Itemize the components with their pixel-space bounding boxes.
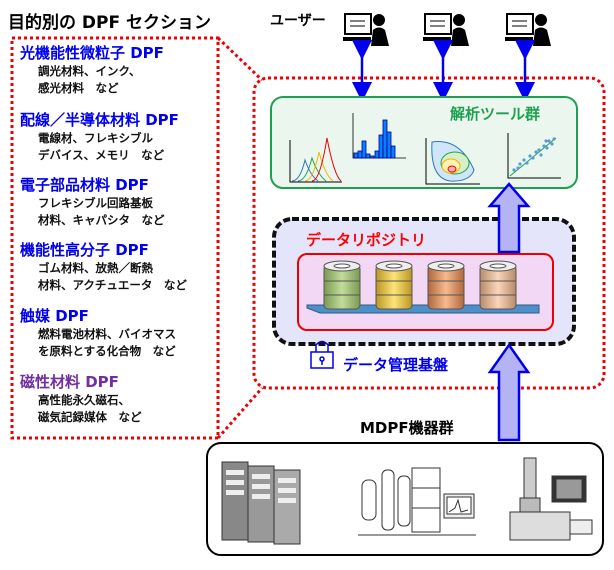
section-desc: 電線材、フレキシブル xyxy=(38,131,153,145)
user-icon xyxy=(505,13,551,46)
user-icon xyxy=(423,13,469,46)
page-title: 目的別の DPF セクション xyxy=(8,13,212,33)
users-label: ユーザー xyxy=(270,13,326,29)
contour-plot-icon xyxy=(425,138,480,185)
analysis-tools-box xyxy=(270,96,578,189)
instruments-label: MDPF機器群 xyxy=(360,419,454,437)
section-desc: 調光材料、インク、 xyxy=(38,64,141,78)
section-title: 電子部品材料 DPF xyxy=(20,176,149,194)
section-desc: を原料とする化合物 など xyxy=(38,344,176,358)
section-desc: 燃料電池材料、バイオマス xyxy=(38,327,176,341)
section-desc: フレキシブル回路基板 xyxy=(38,196,153,210)
section-title: 機能性高分子 DPF xyxy=(20,241,149,259)
lab-equipment-icon xyxy=(358,467,476,536)
section-desc: 磁気記録媒体 など xyxy=(38,410,142,424)
section-electronic-components: 電子部品材料 DPF フレキシブル回路基板 材料、キャパシタ など xyxy=(20,176,165,229)
scatter-plot-icon xyxy=(507,133,561,179)
data-management-label: データ管理基盤 xyxy=(343,356,449,374)
database-icon xyxy=(479,260,517,310)
sections-box xyxy=(10,36,220,440)
user-icon xyxy=(343,13,389,46)
up-arrow-repository-to-tools xyxy=(487,182,531,254)
connector-line xyxy=(216,36,264,82)
section-wiring-semiconductor: 配線／半導体材料 DPF 電線材、フレキシブル デバイス、メモリ など xyxy=(20,111,179,164)
histogram-icon xyxy=(352,113,406,159)
section-optical-particles: 光機能性微粒子 DPF 調光材料、インク、 感光材料 など xyxy=(20,44,164,97)
server-rack-icon xyxy=(221,461,301,545)
section-functional-polymers: 機能性高分子 DPF ゴム材料、放熱／断熱 材料、アクチュエータ など xyxy=(20,241,187,294)
up-arrow-instruments-to-repository xyxy=(487,342,531,442)
section-desc: 高性能永久磁石、 xyxy=(38,393,130,407)
section-desc: 材料、キャパシタ など xyxy=(38,213,165,227)
connector-line xyxy=(216,387,264,439)
section-desc: デバイス、メモリ など xyxy=(38,148,165,162)
microscope-icon xyxy=(509,457,593,541)
section-title: 光機能性微粒子 DPF xyxy=(20,44,164,62)
section-magnetic-materials: 磁性材料 DPF 高性能永久磁石、 磁気記録媒体 など xyxy=(20,373,142,426)
section-desc: ゴム材料、放熱／断熱 xyxy=(38,261,153,275)
section-title: 磁性材料 DPF xyxy=(20,373,119,391)
lock-icon xyxy=(310,340,334,369)
gaussian-curves-icon xyxy=(289,137,342,183)
database-icon xyxy=(323,260,361,310)
database-icon xyxy=(427,260,465,310)
section-title: 配線／半導体材料 DPF xyxy=(20,111,179,129)
database-icon xyxy=(375,260,413,310)
section-desc: 感光材料 など xyxy=(38,81,119,95)
section-title: 触媒 DPF xyxy=(20,307,89,325)
analysis-tools-label: 解析ツール群 xyxy=(450,105,541,123)
section-desc: 材料、アクチュエータ など xyxy=(38,278,187,292)
section-catalyst: 触媒 DPF 燃料電池材料、バイオマス を原料とする化合物 など xyxy=(20,307,176,360)
repository-label: データリポジトリ xyxy=(306,231,427,249)
